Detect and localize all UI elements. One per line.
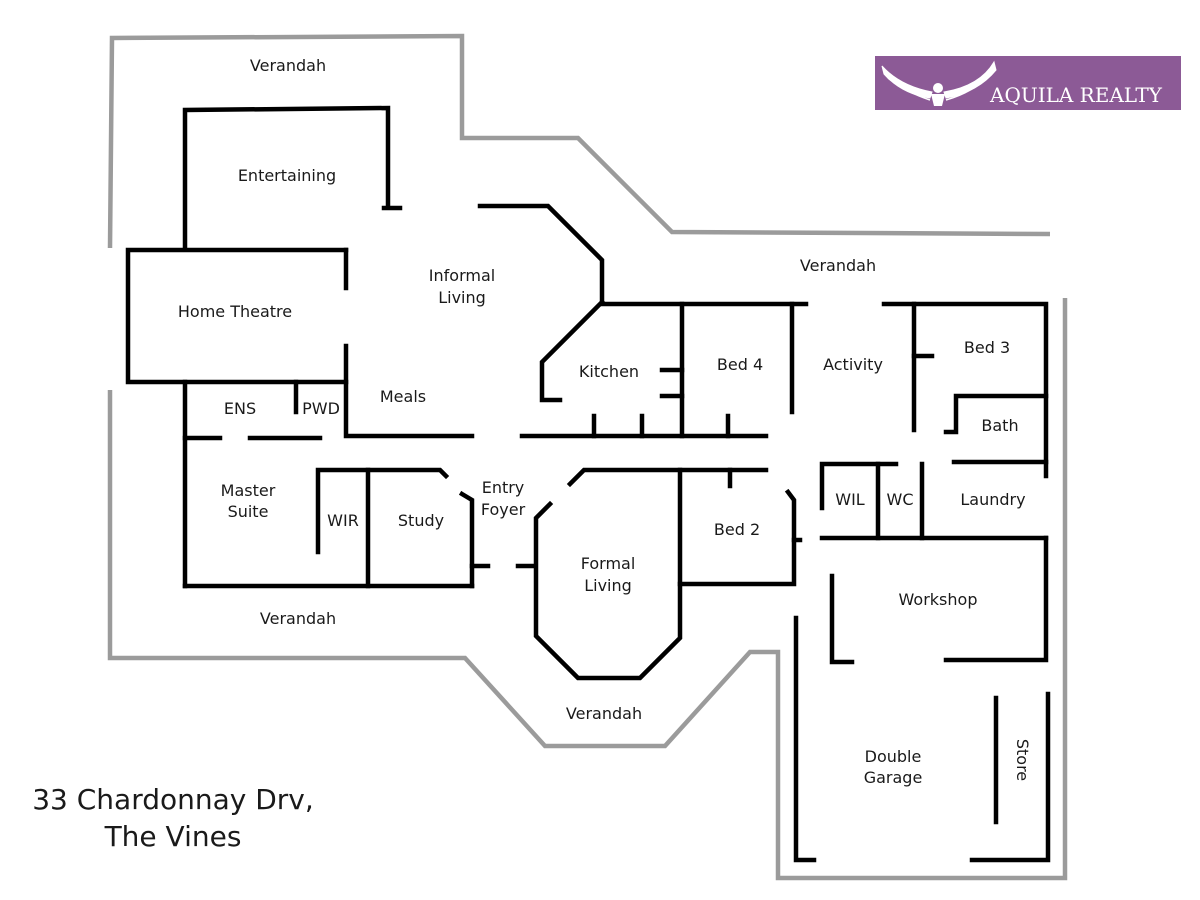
bed3-label: Bed 3 bbox=[964, 338, 1010, 357]
informal-living-label-line1: Informal bbox=[429, 266, 495, 285]
meals-label: Meals bbox=[380, 387, 426, 406]
address: 33 Chardonnay Drv, The Vines bbox=[32, 783, 314, 853]
formal-living-label-line1: Formal bbox=[581, 554, 636, 573]
eagle-icon bbox=[881, 60, 997, 106]
wc-label: WC bbox=[887, 490, 914, 509]
address-line1: 33 Chardonnay Drv, bbox=[32, 783, 314, 816]
home-theatre-label: Home Theatre bbox=[178, 302, 292, 321]
workshop-label: Workshop bbox=[899, 590, 978, 609]
formal-living-label-line2: Living bbox=[584, 576, 632, 595]
interior-walls bbox=[125, 105, 1051, 863]
verandah-outline bbox=[107, 33, 1068, 881]
entry-foyer-label-line2: Foyer bbox=[481, 500, 526, 519]
laundry-label: Laundry bbox=[960, 490, 1025, 509]
address-line2: The Vines bbox=[104, 820, 242, 853]
verandah-right-label: Verandah bbox=[800, 256, 876, 275]
verandah-bottom-left-label: Verandah bbox=[260, 609, 336, 628]
pwd-label: PWD bbox=[302, 399, 340, 418]
master-suite-label-line2: Suite bbox=[228, 502, 269, 521]
logo-text: AQUILA REALTY bbox=[989, 83, 1163, 107]
double-garage-label-line1: Double bbox=[865, 747, 922, 766]
verandah-bottom-label: Verandah bbox=[566, 704, 642, 723]
room-labels: Verandah Entertaining Home Theatre Infor… bbox=[178, 56, 1032, 787]
store-label: Store bbox=[1013, 739, 1032, 781]
ens-label: ENS bbox=[224, 399, 256, 418]
bed2-label: Bed 2 bbox=[714, 520, 760, 539]
wil-label: WIL bbox=[835, 490, 865, 509]
study-label: Study bbox=[398, 511, 444, 530]
aquila-realty-logo: AQUILA REALTY bbox=[875, 56, 1181, 110]
bath-label: Bath bbox=[981, 416, 1018, 435]
verandah-top-label: Verandah bbox=[250, 56, 326, 75]
entry-foyer-label-line1: Entry bbox=[482, 478, 525, 497]
activity-label: Activity bbox=[823, 355, 883, 374]
wir-label: WIR bbox=[327, 511, 359, 530]
informal-living-label-line2: Living bbox=[438, 288, 486, 307]
logo-background bbox=[875, 56, 1181, 110]
bed4-label: Bed 4 bbox=[717, 355, 763, 374]
master-suite-label-line1: Master bbox=[221, 481, 276, 500]
double-garage-label-line2: Garage bbox=[864, 768, 923, 787]
entertaining-label: Entertaining bbox=[238, 166, 336, 185]
kitchen-label: Kitchen bbox=[579, 362, 639, 381]
